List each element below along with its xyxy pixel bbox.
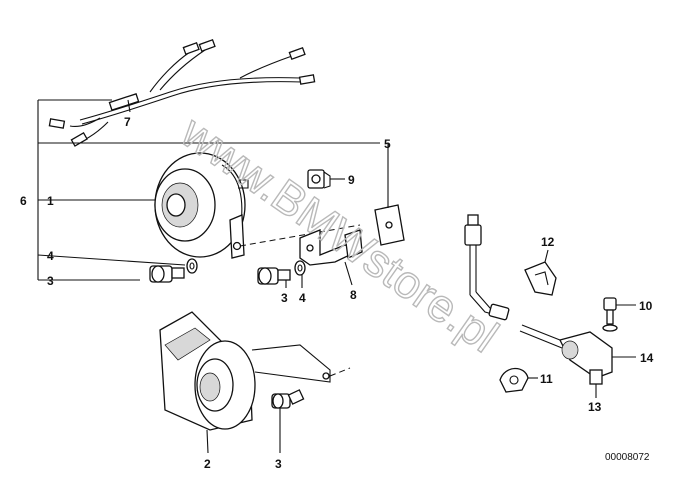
screw-washer-center [257, 260, 306, 285]
callout-13: 13 [588, 400, 602, 414]
callout-1: 1 [47, 194, 54, 208]
callout-9: 9 [348, 173, 355, 187]
callout-6: 6 [20, 194, 27, 208]
horn-upper [154, 152, 249, 259]
leader-lines [206, 178, 636, 454]
callout-4a: 4 [47, 249, 54, 263]
callout-10: 10 [639, 299, 653, 313]
screw-lower [271, 389, 305, 409]
screw-10 [602, 297, 618, 332]
callouts: 1 2 3 3 3 4 4 5 6 7 8 9 10 11 12 13 14 [20, 115, 654, 471]
horn-bracket [299, 229, 363, 266]
connector-cable [464, 214, 510, 321]
group-bracket [37, 99, 380, 281]
callout-3b: 3 [281, 291, 288, 305]
wiring-harness [48, 38, 316, 147]
callout-8: 8 [350, 288, 357, 302]
callout-14: 14 [640, 351, 654, 365]
screw-washer-left [149, 258, 198, 283]
callout-7: 7 [124, 115, 131, 129]
diagram-id: 00008072 [605, 452, 650, 463]
nut-clip [307, 169, 331, 189]
rubber-pad [374, 204, 405, 246]
cable-clip-11 [499, 367, 529, 393]
horn-lower [159, 311, 331, 431]
callout-12: 12 [541, 235, 555, 249]
callout-3a: 3 [47, 274, 54, 288]
cable-clip-12 [524, 261, 557, 296]
callout-3c: 3 [275, 457, 282, 471]
callout-2: 2 [204, 457, 211, 471]
callout-5: 5 [384, 137, 391, 151]
callout-4b: 4 [299, 291, 306, 305]
sensor-13-14 [519, 324, 613, 385]
callout-11: 11 [540, 372, 553, 386]
axis-line-upper [239, 224, 361, 247]
axis-line-lower [329, 367, 351, 377]
